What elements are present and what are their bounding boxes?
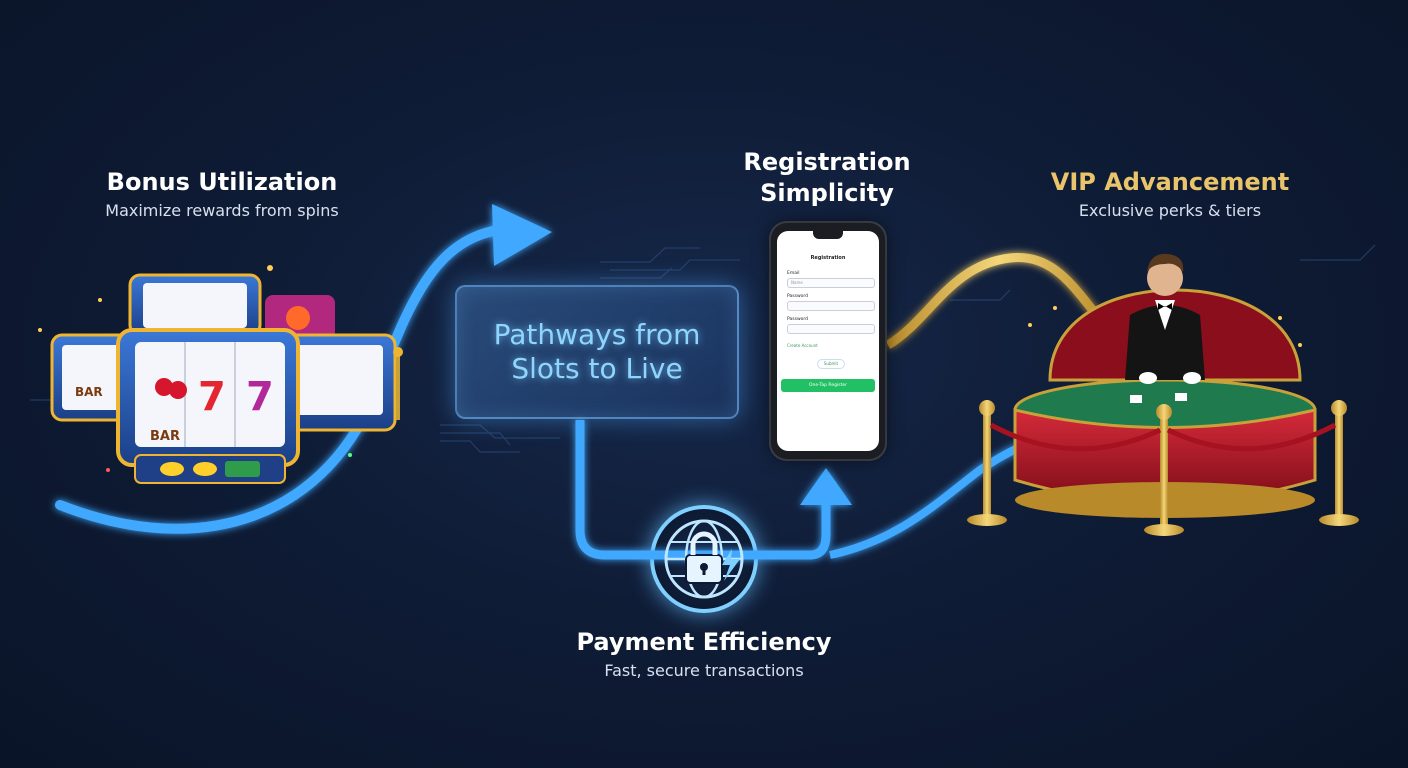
- vip-gold-curve: [885, 253, 1114, 349]
- email-label: Email: [787, 271, 800, 276]
- lock-globe-icon: [664, 519, 744, 599]
- vip-subtitle: Exclusive perks & tiers: [1078, 201, 1262, 220]
- bar-symbol-front: BAR: [150, 429, 180, 444]
- center-title-line2: Slots to Live: [511, 352, 683, 385]
- bonus-subtitle: Maximize rewards from spins: [105, 201, 339, 220]
- payment-subtitle: Fast, secure transactions: [604, 661, 804, 680]
- registration-title-line2: Simplicity: [760, 179, 894, 207]
- center-title-line1: Pathways from: [493, 318, 701, 351]
- phone-mockup: Registration Email Name Password Passwor…: [771, 223, 885, 459]
- name-field[interactable]: Name: [787, 278, 875, 288]
- bonus-title: Bonus Utilization: [106, 168, 338, 196]
- vip-table-illustration: [967, 253, 1359, 536]
- circuit-lines: [30, 244, 1376, 453]
- password-field-2[interactable]: [787, 324, 875, 334]
- bar-symbol-left: BAR: [75, 385, 103, 399]
- phone-notch: [813, 231, 843, 239]
- phone-screen-title: Registration: [810, 255, 846, 261]
- sparkles: [38, 265, 1302, 472]
- seven-symbol: 7: [246, 374, 274, 420]
- seven-symbol: 7: [198, 374, 226, 420]
- register-button[interactable]: One-Tap Register: [781, 379, 875, 392]
- center-title-box: Pathways from Slots to Live: [455, 285, 739, 419]
- vip-title: VIP Advancement: [1050, 168, 1290, 196]
- password-label-2: Password: [787, 317, 809, 322]
- registration-title-line1: Registration: [743, 148, 911, 176]
- slot-machines-illustration: BAR 7 7 BAR: [50, 273, 403, 484]
- password-label-1: Password: [787, 294, 809, 299]
- password-field-1[interactable]: [787, 301, 875, 311]
- payment-title: Payment Efficiency: [576, 628, 832, 656]
- phone-screen: Registration Email Name Password Passwor…: [777, 231, 879, 451]
- create-account-link[interactable]: Create Account: [787, 343, 818, 348]
- submit-button[interactable]: Submit: [817, 359, 845, 369]
